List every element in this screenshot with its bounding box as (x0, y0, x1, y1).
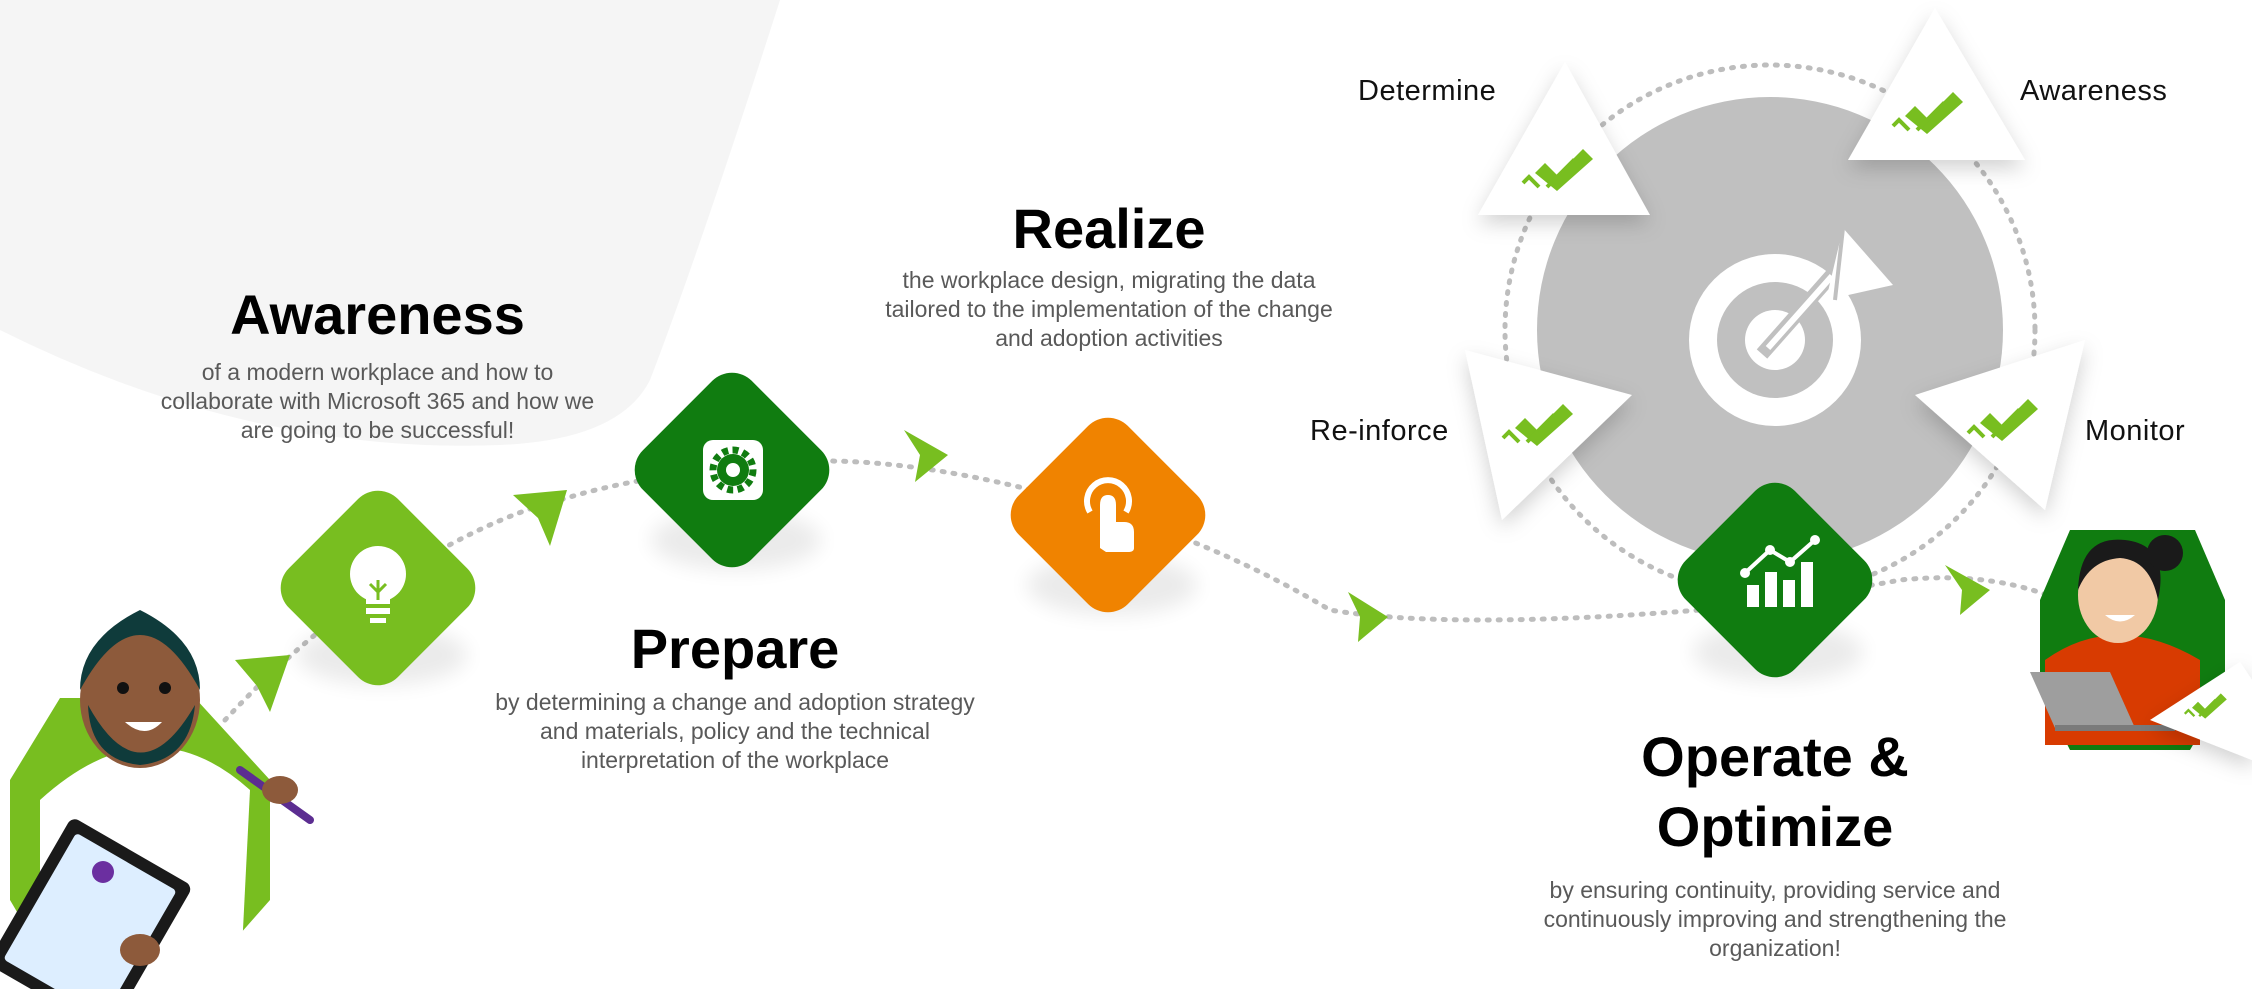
stage-diamond-prepare (634, 372, 830, 570)
stage-title: Operate & Optimize (1641, 725, 1909, 858)
cycle-label-determine: Determine (1358, 75, 1497, 107)
cycle-triangle-determine (1478, 62, 1650, 215)
stage-operate-text: Operate & Optimize by ensuring continuit… (1530, 722, 2020, 963)
cycle-label-reinforce: Re-inforce (1310, 415, 1449, 447)
arrow-chevron (1348, 592, 1388, 642)
cycle-triangle-reinforce (1465, 350, 1632, 520)
gear-icon (703, 440, 763, 500)
stage-description: by ensuring continuity, providing servic… (1543, 877, 2007, 961)
person-left-illustration (0, 610, 314, 989)
background-swoosh (0, 0, 780, 446)
stage-description: of a modern workplace and how to collabo… (160, 359, 595, 443)
arrow-chevron (235, 655, 290, 712)
stage-title: Prepare (630, 617, 840, 680)
cycle-label-monitor: Monitor (2085, 415, 2186, 447)
stage-diamond-operate (1677, 482, 1873, 682)
stage-diamond-realize (1010, 417, 1206, 615)
stage-title: Realize (1012, 197, 1206, 260)
cycle-label-awareness: Awareness (2020, 75, 2168, 107)
cycle-triangle-awareness (1848, 8, 2025, 160)
target-icon (1689, 227, 1893, 426)
stage-description: the workplace design, migrating the data… (885, 267, 1333, 351)
stage-awareness-text: Awareness of a modern workplace and how … (145, 280, 610, 445)
arrow-chevron (513, 490, 567, 546)
stage-description: by determining a change and adoption str… (495, 689, 975, 773)
stage-realize-text: Realize the workplace design, migrating … (874, 194, 1344, 353)
stage-prepare-text: Prepare by determining a change and adop… (480, 614, 990, 775)
chart-icon (1740, 535, 1820, 607)
arrow-chevron (1945, 565, 1990, 615)
person-right-illustration (2030, 530, 2252, 760)
touch-icon (1084, 477, 1134, 552)
lightbulb-icon (350, 546, 406, 623)
arrow-chevron (904, 430, 948, 482)
stage-title: Awareness (230, 283, 525, 346)
cycle-triangle-monitor (1915, 340, 2085, 510)
stage-diamond-awareness (280, 490, 476, 686)
